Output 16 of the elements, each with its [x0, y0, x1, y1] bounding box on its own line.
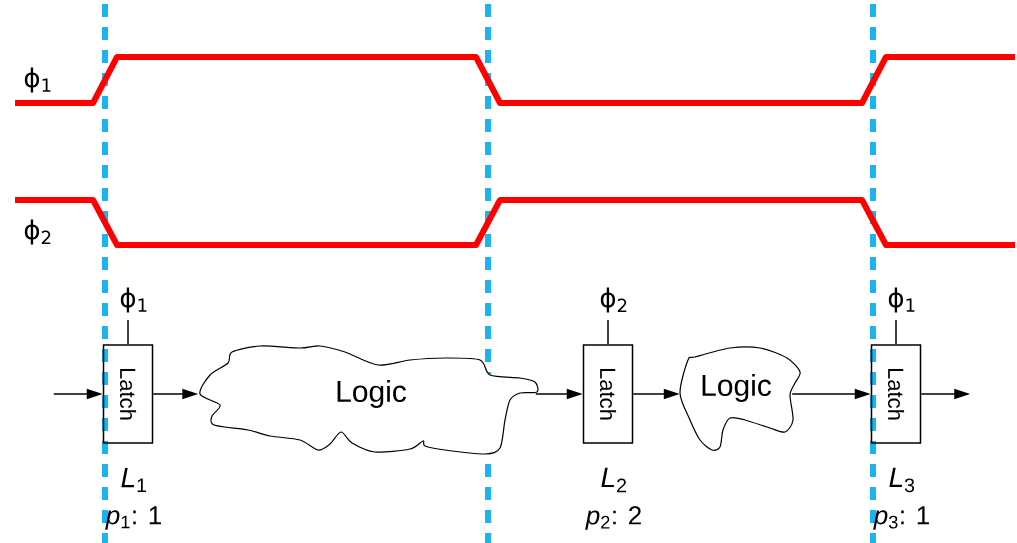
logic-cloud: Logic	[199, 345, 539, 455]
latch-label: L$_{2}$	[601, 467, 626, 493]
latch-label: p$_{2}$: 2	[585, 506, 641, 530]
latch-box: Latch	[582, 319, 634, 444]
latch-label: ϕ$_{2}$	[600, 287, 627, 313]
latch-label: p$_{3}$: 1	[873, 506, 929, 530]
logic-cloud: Logic	[679, 346, 801, 451]
signal-name: ϕ$_{1}$	[24, 67, 51, 93]
latch-label: ϕ$_{1}$	[888, 287, 915, 313]
latch-box: Latch	[870, 319, 922, 444]
latch-box: Latch	[102, 319, 154, 444]
latch-label: ϕ$_{1}$	[120, 287, 147, 313]
latch-label: L$_{3}$	[889, 467, 915, 493]
signal-name: ϕ$_{2}$	[24, 219, 51, 245]
latch-label: L$_{1}$	[121, 467, 147, 493]
latch-label: p$_{1}$: 1	[105, 506, 161, 530]
